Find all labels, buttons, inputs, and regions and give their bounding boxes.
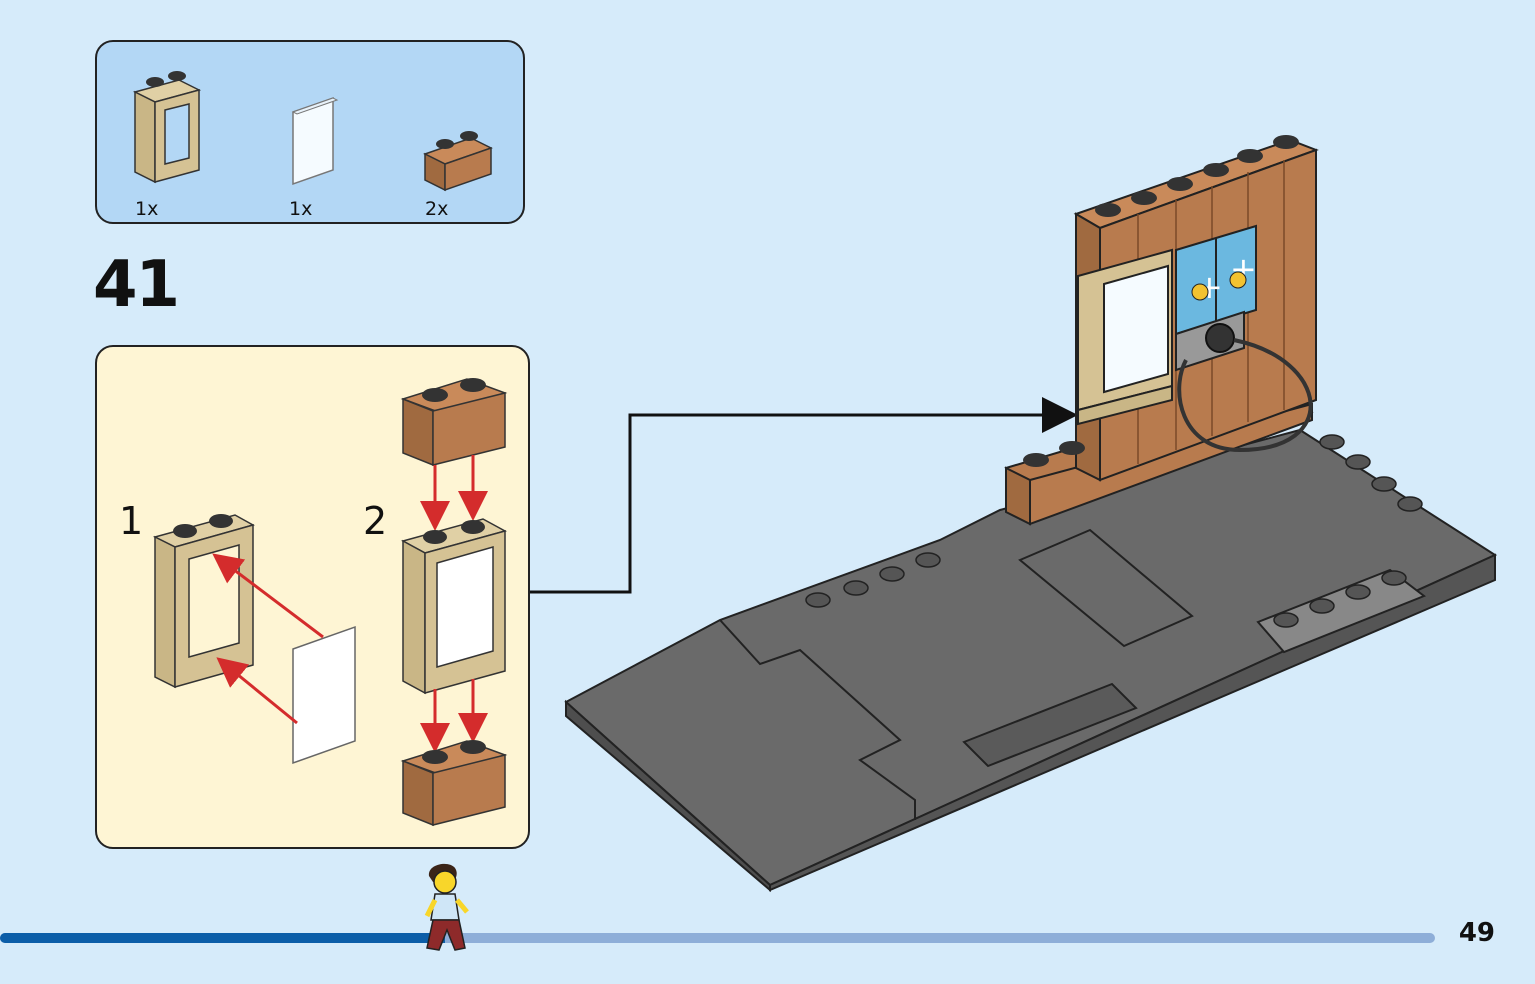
substep-number-2: 2 (363, 499, 388, 543)
glass-pane-icon (291, 96, 339, 186)
part-qty: 2x (425, 198, 449, 220)
part-brown-brick: 2x (415, 62, 525, 222)
substep-box: 1 2 (95, 345, 530, 849)
page-number: 49 (1458, 918, 1495, 948)
part-glass-pane: 1x (283, 62, 393, 222)
step-number: 41 (93, 248, 180, 322)
baseplate (564, 428, 1498, 893)
window-frame-2 (401, 518, 507, 695)
part-qty: 1x (135, 198, 159, 220)
progress-bar (0, 933, 1435, 943)
wall-window (1077, 248, 1173, 426)
substep-illustration (152, 378, 508, 827)
brown-brick-icon (423, 131, 493, 192)
substep-number-1: 1 (119, 499, 144, 543)
glass-pane-1 (292, 625, 356, 765)
charging-station: + + (1175, 224, 1313, 453)
callout-arrow (530, 397, 1078, 594)
part-qty: 1x (289, 198, 313, 220)
window-frame-icon (132, 71, 202, 184)
brown-brick-bottom (400, 740, 508, 827)
brown-brick-top (400, 378, 508, 467)
minifigure-icon (424, 863, 469, 951)
part-window-frame: 1x (127, 62, 237, 222)
parts-list-box: 1x 1x 2x (95, 40, 525, 224)
progress-fill (0, 933, 445, 943)
